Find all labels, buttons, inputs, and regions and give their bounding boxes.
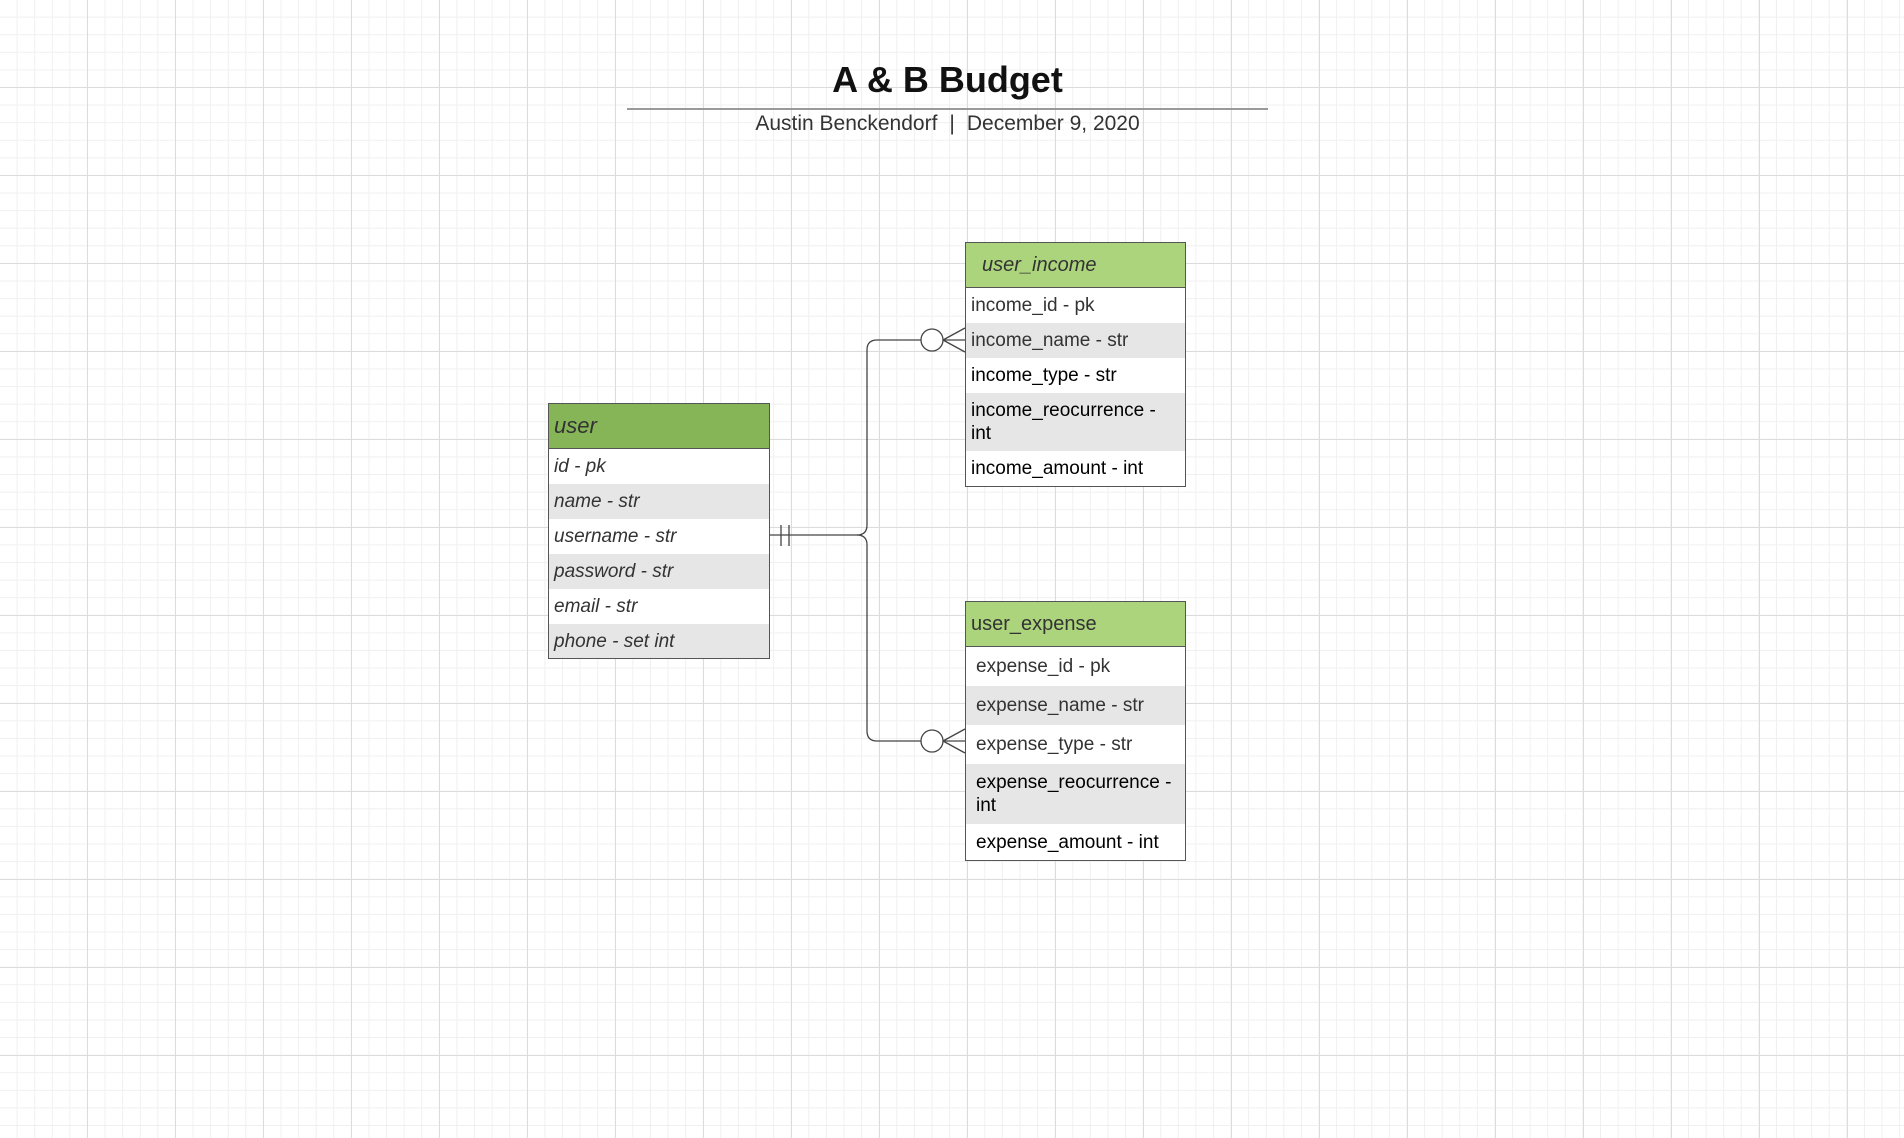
title-divider xyxy=(627,108,1268,110)
entity-user-expense[interactable]: user_expense expense_id - pk expense_nam… xyxy=(965,601,1186,861)
field-user-id[interactable]: id - pk xyxy=(554,456,606,477)
entity-user[interactable]: user id - pk name - str username - str p… xyxy=(548,403,770,659)
entity-user-header[interactable]: user xyxy=(549,404,769,449)
field-user-email[interactable]: email - str xyxy=(554,596,638,617)
entity-user-income[interactable]: user_income income_id - pk income_name -… xyxy=(965,242,1186,487)
diagram-title: A & B Budget xyxy=(832,59,1063,100)
field-income-name[interactable]: income_name - str xyxy=(966,323,1185,358)
field-user-username[interactable]: username - str xyxy=(554,526,677,547)
zero-or-many-marker-income xyxy=(920,327,966,353)
diagram-subtitle: Austin Benckendorf | December 9, 2020 xyxy=(627,111,1268,137)
field-expense-reocurrence[interactable]: expense_reocurrence - int xyxy=(966,764,1185,824)
document-date: December 9, 2020 xyxy=(966,112,1140,135)
entity-user-expense-header[interactable]: user_expense xyxy=(966,602,1185,647)
field-expense-amount[interactable]: expense_amount - int xyxy=(976,831,1159,853)
field-expense-name[interactable]: expense_name - str xyxy=(966,686,1185,725)
subtitle-separator: | xyxy=(949,112,955,135)
author-name: Austin Benckendorf xyxy=(755,112,938,135)
field-expense-id[interactable]: expense_id - pk xyxy=(976,656,1111,677)
field-income-amount[interactable]: income_amount - int xyxy=(971,458,1144,479)
connector-user-to-expense[interactable] xyxy=(856,534,921,742)
field-income-id[interactable]: income_id - pk xyxy=(971,295,1095,316)
entity-user-income-header[interactable]: user_income xyxy=(966,243,1185,288)
field-user-name[interactable]: name - str xyxy=(549,484,769,519)
field-user-password[interactable]: password - str xyxy=(549,554,769,589)
zero-or-many-marker-expense xyxy=(920,728,966,754)
field-user-phone[interactable]: phone - set int xyxy=(549,624,769,658)
one-and-only-one-marker xyxy=(780,525,790,546)
field-income-reocurrence[interactable]: income_reocurrence - int xyxy=(966,393,1185,451)
field-expense-type[interactable]: expense_type - str xyxy=(976,734,1133,755)
connector-user-to-income[interactable] xyxy=(770,339,921,536)
field-income-type[interactable]: income_type - str xyxy=(971,365,1117,386)
